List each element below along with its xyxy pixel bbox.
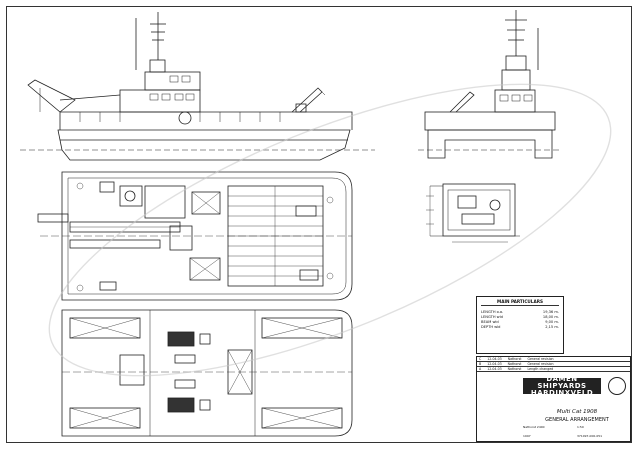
main-deck-plan (37, 171, 353, 301)
particular-row: BEAM wld 9,00 m. (481, 320, 559, 324)
particular-row: DEPTH wld 2,15 m. (481, 325, 559, 329)
drawing-title: GENERAL ARRANGEMENT (545, 417, 609, 423)
title-block: C 12-04-03 Nathorst General revision B 1… (476, 356, 631, 442)
revision-row: B 12-04-03 Nathorst General revision (477, 362, 630, 367)
wheelhouse-plan (426, 183, 520, 243)
revision-row: A 12-04-03 Nathorst Length changed (477, 367, 630, 372)
project-name: Multi Cat 1908 (556, 409, 598, 415)
front-elevation-view (418, 10, 560, 159)
drawing-scale: 1:50 (577, 425, 584, 429)
particular-row: LENGTH wld 18,00 m. (481, 315, 559, 319)
company-name: DAMEN SHIPYARDS HARDINXVELD (523, 375, 601, 396)
particulars-title: MAIN PARTICULARS (481, 299, 559, 306)
side-profile-view (20, 12, 375, 161)
drawn-by: Nathorst 2400 (523, 425, 545, 429)
drawing-number: 371097-000-051 (577, 434, 603, 438)
drawing-year: 1997 (523, 434, 531, 438)
revision-row: C 12-04-03 Nathorst General revision (477, 357, 630, 362)
main-particulars-table: MAIN PARTICULARS LENGTH o.a. 19,36 m. LE… (476, 296, 564, 354)
lower-deck-plan (61, 309, 353, 437)
particular-row: LENGTH o.a. 19,36 m. (481, 310, 559, 314)
watermark-stamp (48, 83, 612, 377)
company-logo-icon (608, 377, 626, 395)
